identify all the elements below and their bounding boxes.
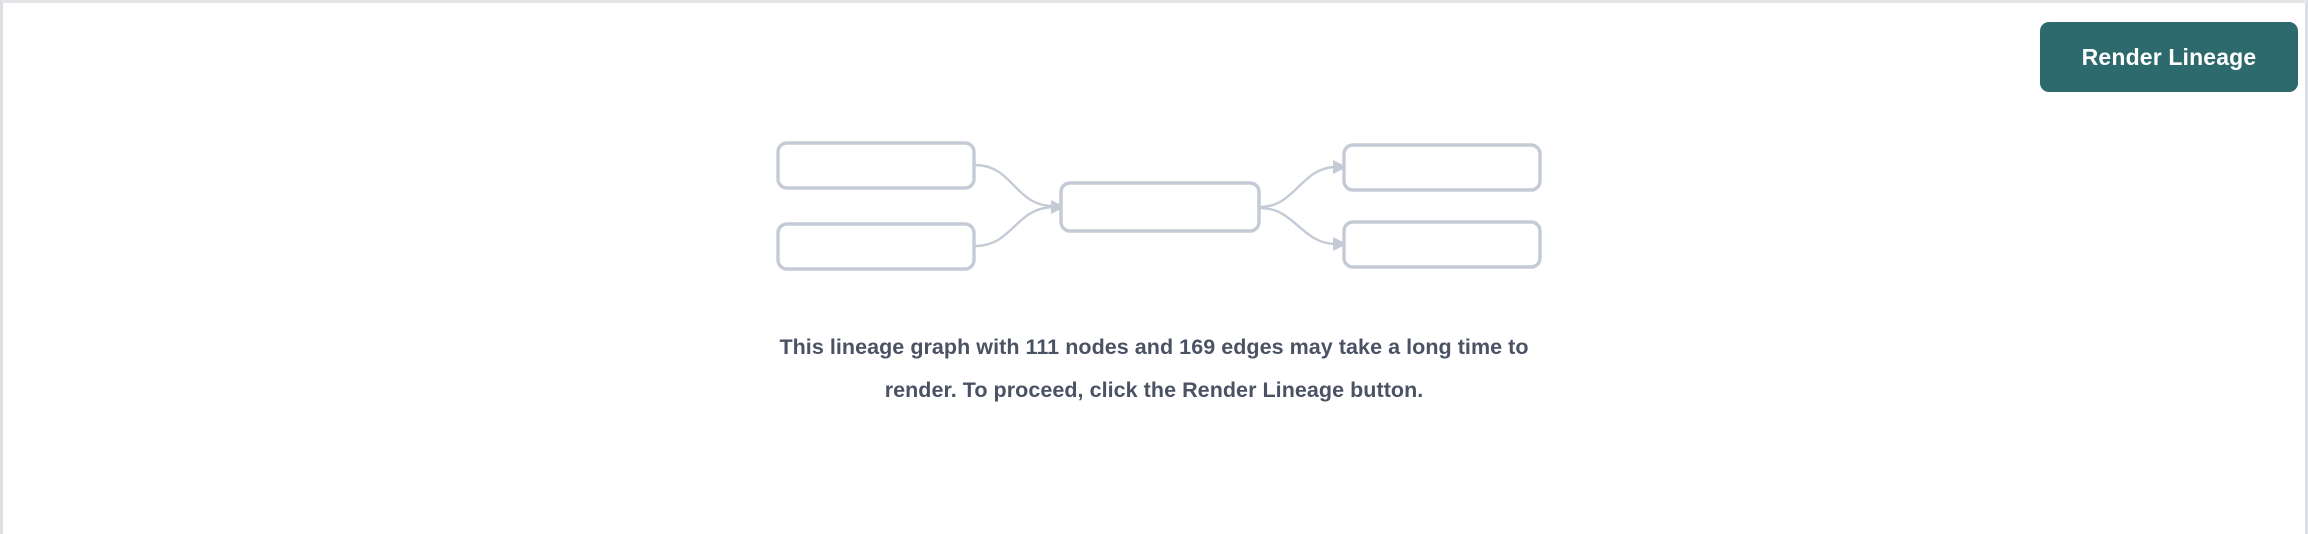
graph-node-focus: [1059, 181, 1261, 233]
edge-focus-to-downstream2: [1259, 206, 1336, 246]
arrowhead-into-downstream2: [1333, 237, 1347, 251]
graph-node-downstream-2: [1342, 220, 1542, 269]
graph-node-upstream-2: [776, 222, 976, 271]
render-lineage-button[interactable]: Render Lineage: [2040, 22, 2298, 92]
graph-node-upstream-1: [776, 141, 976, 190]
lineage-graph-svg: [776, 141, 1542, 271]
lineage-graph-placeholder: [3, 3, 2305, 534]
arrowhead-into-focus: [1051, 200, 1065, 214]
lineage-warning-message: This lineage graph with 111 nodes and 16…: [779, 335, 1529, 402]
edge-upstream2-to-focus: [974, 205, 1054, 248]
edge-upstream1-to-focus: [974, 163, 1054, 208]
edge-focus-to-downstream1: [1259, 165, 1336, 209]
graph-node-downstream-1: [1342, 143, 1542, 192]
arrowhead-into-downstream1: [1333, 160, 1347, 174]
